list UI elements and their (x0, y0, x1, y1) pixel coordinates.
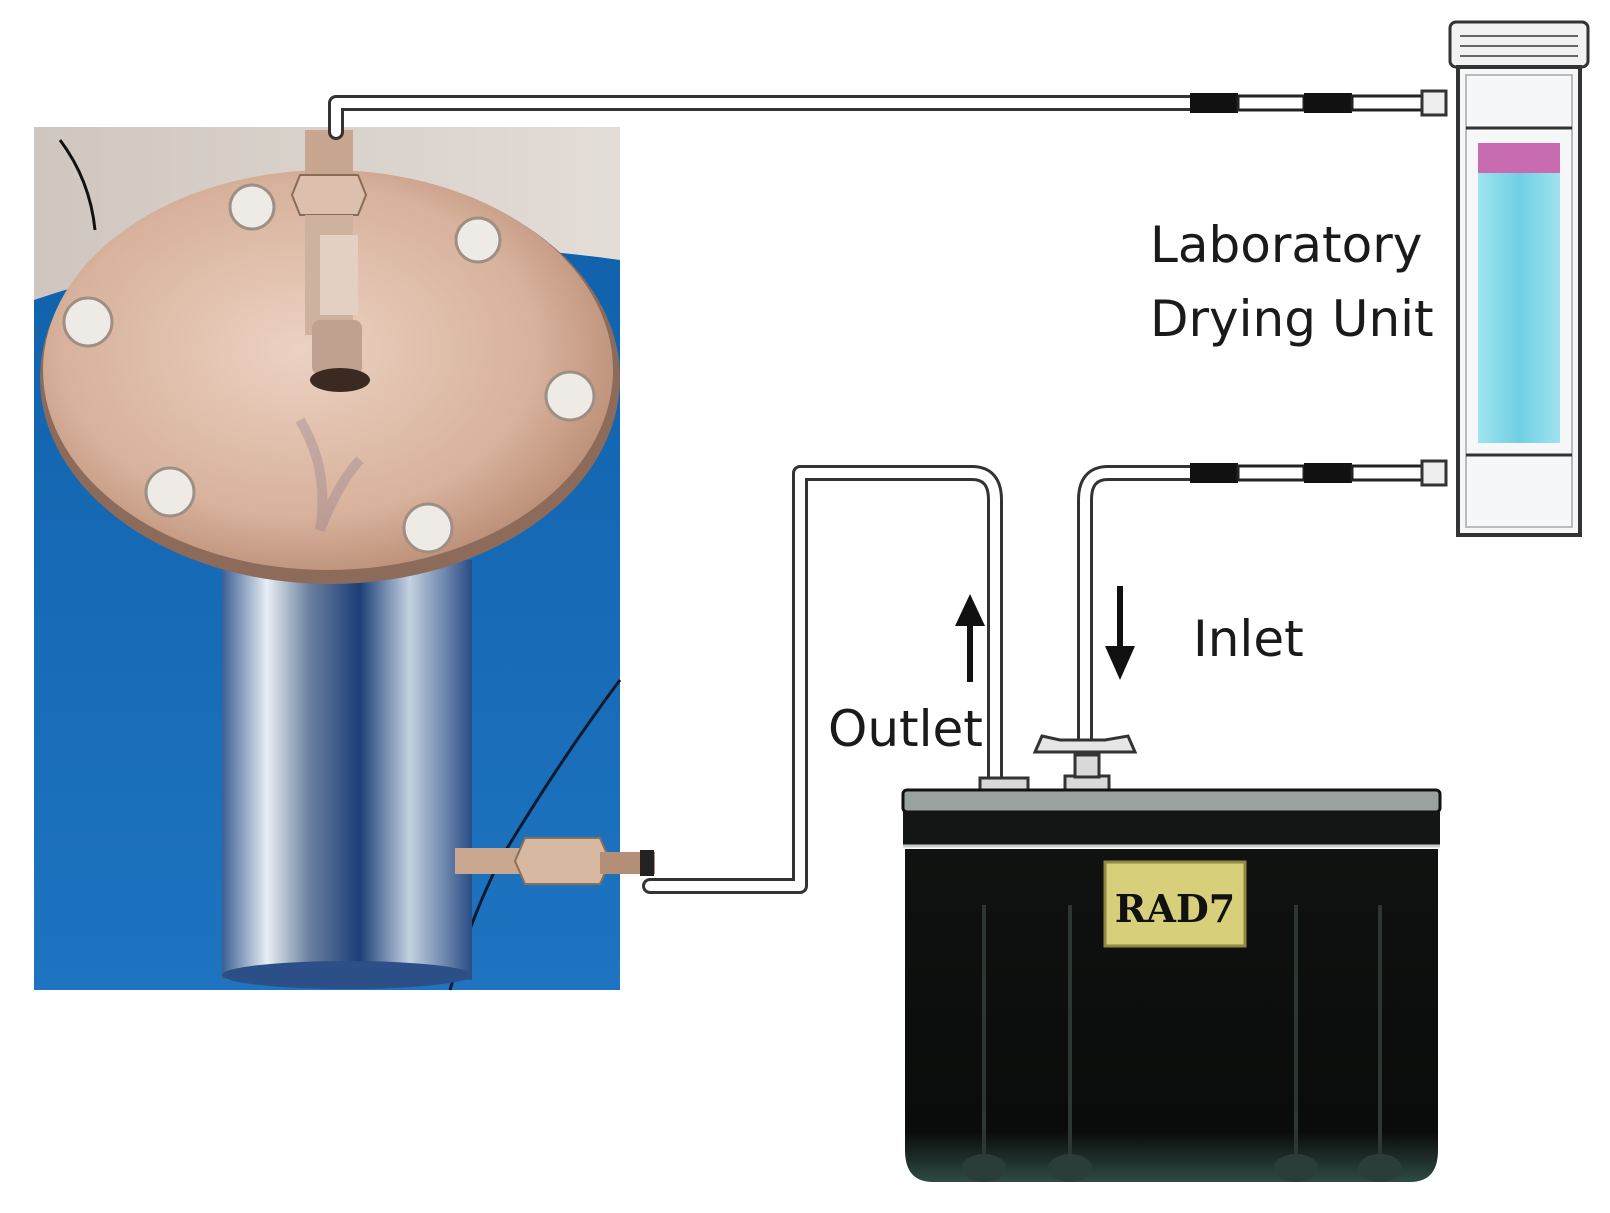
bolt (144, 466, 196, 518)
rad7-body (905, 849, 1438, 1182)
arrow-up-icon (955, 594, 985, 682)
bolt (454, 216, 502, 264)
desiccant-indicator-layer (1478, 143, 1560, 173)
drying-unit-label-line2: Drying Unit (1150, 290, 1434, 348)
tube-inlet-inner (1080, 468, 1195, 745)
top-valve (290, 130, 370, 392)
rad7-lid (901, 788, 1442, 814)
arrow-down-icon (1105, 586, 1135, 680)
tube-top-inner (331, 98, 1195, 137)
drying-unit (1448, 20, 1590, 537)
radon-chamber-photo (34, 127, 655, 991)
desiccant-layer (1478, 173, 1560, 443)
bolt (544, 370, 596, 422)
photo-cable (58, 139, 97, 231)
chamber-cylinder-bottom (222, 961, 472, 989)
lid-bolts (62, 183, 596, 554)
drying-unit-frame (1465, 74, 1573, 528)
bolt (402, 502, 454, 554)
inlet-label: Inlet (1193, 610, 1304, 668)
bolt (62, 296, 114, 348)
inlet-port (1032, 734, 1138, 794)
lid-shadow (295, 417, 364, 532)
drying-unit-label-line1: Laboratory (1150, 216, 1422, 274)
tubing (328, 95, 1198, 894)
rad7-tag (1103, 860, 1247, 948)
drying-unit-cap (1448, 20, 1590, 69)
side-outlet-fitting (455, 837, 655, 885)
tube-inlet-outer (1077, 465, 1198, 748)
bolt (228, 183, 276, 231)
outlet-label: Outlet (828, 700, 983, 758)
rad7-monitor: RAD7 (901, 734, 1442, 1182)
top-connectors (1190, 89, 1448, 117)
chamber-cylinder (222, 560, 472, 980)
bottom-connectors (1190, 459, 1448, 487)
tube-outlet-inner (645, 468, 1000, 891)
rad7-feet (962, 1154, 1402, 1182)
rad7-label: RAD7 (1115, 886, 1235, 931)
rad7-ribs (982, 905, 1382, 1165)
